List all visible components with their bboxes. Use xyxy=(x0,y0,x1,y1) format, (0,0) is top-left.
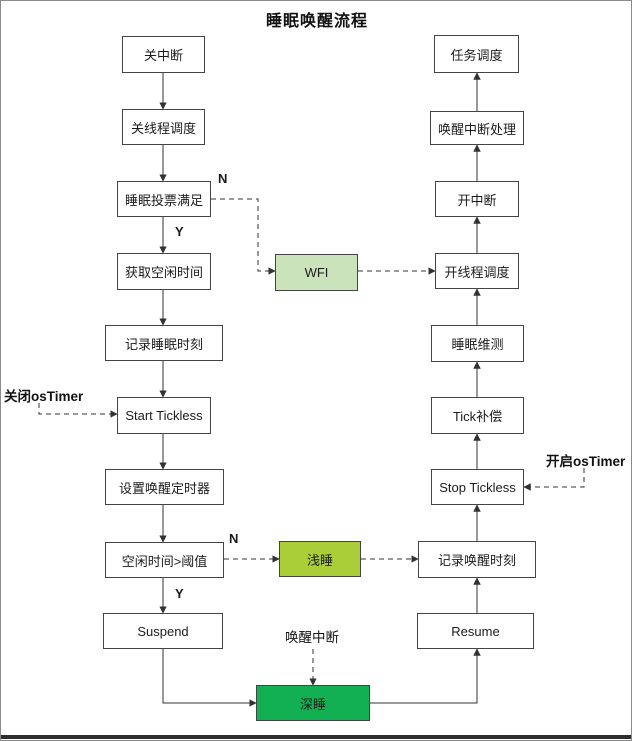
node-off-interrupt: 关中断 xyxy=(122,36,205,73)
node-record-wakeup-time: 记录唤醒时刻 xyxy=(418,541,536,578)
node-idle-gt-threshold: 空闲时间>阈值 xyxy=(105,542,224,578)
node-wakeup-int-handle: 唤醒中断处理 xyxy=(430,111,524,145)
node-get-idle-time: 获取空闲时间 xyxy=(117,253,211,290)
node-stop-tickless: Stop Tickless xyxy=(431,469,524,505)
node-sleep-maintain: 睡眠维测 xyxy=(431,325,524,362)
annotation-open-os-timer: 开启osTimer xyxy=(546,454,626,469)
branch-label-idle-no: N xyxy=(229,531,239,546)
annotation-wakeup-interrupt: 唤醒中断 xyxy=(285,630,339,645)
node-set-wakeup-timer: 设置唤醒定时器 xyxy=(105,469,224,505)
node-wfi: WFI xyxy=(275,254,358,291)
node-tick-compensate: Tick补偿 xyxy=(431,397,524,434)
node-on-interrupt: 开中断 xyxy=(435,181,519,217)
node-resume: Resume xyxy=(417,613,534,649)
node-sleep-vote: 睡眠投票满足 xyxy=(117,181,211,217)
node-start-tickless: Start Tickless xyxy=(117,397,211,434)
branch-label-vote-yes: Y xyxy=(175,224,184,239)
node-deep-sleep: 深睡 xyxy=(256,685,370,721)
bottom-border-line xyxy=(1,735,631,739)
node-record-sleep-time: 记录睡眠时刻 xyxy=(105,325,223,361)
node-suspend: Suspend xyxy=(103,613,223,649)
page-title: 睡眠唤醒流程 xyxy=(265,13,368,30)
node-light-sleep: 浅睡 xyxy=(279,541,361,577)
node-task-sched: 任务调度 xyxy=(434,35,519,73)
annotation-close-os-timer: 关闭osTimer xyxy=(4,389,84,404)
branch-label-vote-no: N xyxy=(218,171,228,186)
node-on-thread-sched: 开线程调度 xyxy=(435,253,519,289)
solid-arrows xyxy=(159,72,481,707)
node-off-thread-sched: 关线程调度 xyxy=(122,109,205,145)
branch-label-idle-yes: Y xyxy=(175,586,184,601)
